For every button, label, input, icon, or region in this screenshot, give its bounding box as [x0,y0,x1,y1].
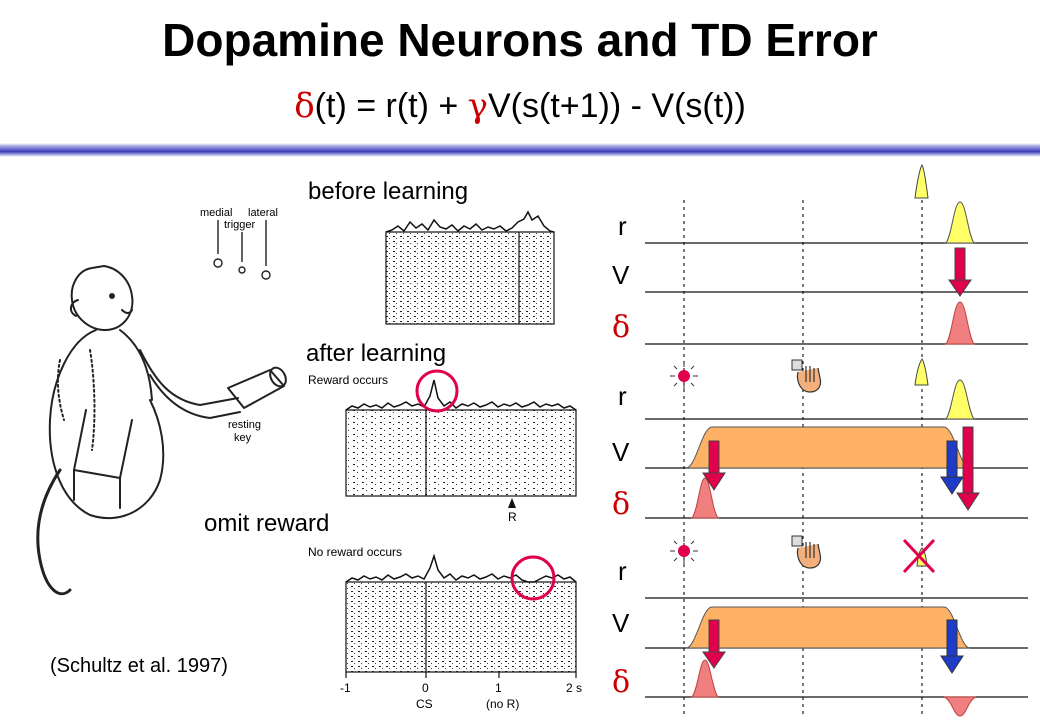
red-arrow-3 [956,426,980,511]
recording-after-learning: Reward occurs R [308,369,577,524]
delta-pulse-3 [691,659,719,698]
delta-pulse-1 [945,301,975,345]
hand-lever-icon-2 [791,535,822,569]
equation-part-2: V(s(t+1)) - V(s(t)) [488,87,746,125]
hand-lever-icon-1 [791,359,822,393]
light-cs-icon-2 [670,537,698,565]
signal-labels: r V δ r V δ r V δ [612,211,630,700]
red-arrow-2 [702,440,726,491]
cs-label: CS [416,697,433,711]
equation-part-1: (t) = r(t) + [314,87,468,125]
recording-before-learning [385,210,555,325]
trigger-diagram: medial lateral trigger resting key [200,207,278,444]
red-arrow-1 [948,247,972,297]
blue-arrow-2 [940,619,964,674]
label-v-1: V [612,260,630,290]
label-omit-reward: omit reward [204,510,330,537]
reward-drop-icon-1 [914,164,929,199]
trace-group-omit [670,535,977,717]
label-v-3: V [612,608,630,638]
reward-occurs-label: Reward occurs [308,373,388,387]
omitted-reward-cross-icon [902,538,936,574]
response-circle-cs [415,369,459,413]
recording-omit-reward: No reward occurs -1 0 1 2 s CS (no R) [308,545,582,711]
red-arrow-4 [702,619,726,669]
slide-title: Dopamine Neurons and TD Error [162,14,878,66]
r-pulse-2 [945,379,975,420]
label-r-1: r [618,211,627,241]
blue-arrow-1 [940,440,964,495]
title-divider [0,143,1040,157]
no-r-label: (no R) [486,697,519,711]
r-pulse-1 [945,201,975,244]
delta-symbol: δ [294,86,315,126]
delta-pulse-2 [691,477,719,519]
label-delta-2: δ [612,487,630,522]
value-plateau-2 [685,606,971,649]
medial-label: medial [200,207,232,219]
label-before-learning: before learning [308,178,469,205]
label-r-3: r [618,556,627,586]
response-circle-omitted [510,555,556,601]
trace-group-before [914,164,975,345]
lateral-label: lateral [248,207,278,219]
tick-1: 1 [495,681,502,695]
light-cs-icon-1 [670,362,698,390]
delta-dip [943,696,977,717]
monkey-illustration [36,265,287,596]
gamma-symbol: γ [467,86,488,126]
tick-minus-1: -1 [340,681,351,695]
value-plateau-1 [685,426,971,469]
tick-0: 0 [422,681,429,695]
resting-label: resting [228,419,261,431]
label-delta-3: δ [612,665,630,700]
label-after-learning: after learning [306,340,447,367]
td-equation: δ(t) = r(t) + γV(s(t+1)) - V(s(t)) [0,86,1040,127]
reward-marker-label: R [508,510,517,524]
label-r-2: r [618,381,627,411]
tick-2s: 2 s [566,681,582,695]
label-delta-1: δ [612,310,630,345]
key-label: key [234,432,252,444]
label-v-2: V [612,437,630,467]
no-reward-occurs-label: No reward occurs [308,545,402,559]
citation: (Schultz et al. 1997) [50,655,228,677]
reward-drop-icon-2 [914,358,929,386]
trigger-label: trigger [224,219,256,231]
trace-group-after [670,358,980,519]
